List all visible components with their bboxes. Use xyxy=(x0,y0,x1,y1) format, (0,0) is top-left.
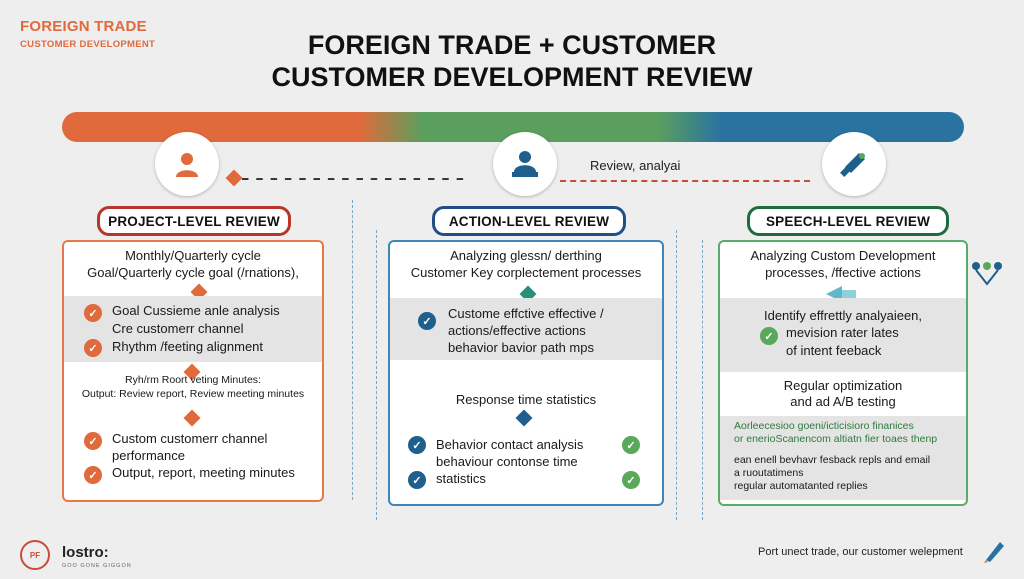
footer-tagline: Port unect trade, our customer welepment xyxy=(758,546,963,558)
speech-band-1: Identify effrettly analyaieen, ✓ mevisio… xyxy=(720,298,966,372)
project-item: Output, report, meeting minutes xyxy=(112,465,295,480)
user-desk-icon xyxy=(512,151,538,177)
footer-name: lostro: xyxy=(62,544,109,561)
project-item: Custom customerr channel xyxy=(112,431,268,446)
speech-small: or enerioScanencom altiatn fier toaes th… xyxy=(734,433,938,445)
project-item: Cre customerr channel xyxy=(112,321,244,336)
divider-left xyxy=(352,200,353,500)
speech-item: mevision rater lates xyxy=(786,325,899,340)
check-icon: ✓ xyxy=(418,312,436,330)
dashed-connector xyxy=(560,180,810,182)
page-title-line1: FOREIGN TRADE + CUSTOMER xyxy=(307,30,717,60)
action-item: Custome effctive effective / xyxy=(448,306,604,321)
speech-head-1: Analyzing Custom Development xyxy=(750,248,936,263)
project-item: performance xyxy=(112,448,185,463)
action-level-label: ACTION-LEVEL REVIEW xyxy=(432,206,626,236)
project-diamond-3 xyxy=(183,409,201,427)
footer-logo: PF xyxy=(20,540,50,570)
project-icon-circle xyxy=(155,132,219,196)
speech-small: Aorleecesioo goeni/icticisioro finanices xyxy=(734,420,914,432)
action-head-2: Customer Key corplectement processes xyxy=(410,265,642,280)
speech-level-label: SPEECH-LEVEL REVIEW xyxy=(747,206,949,236)
speech-icon-circle xyxy=(822,132,886,196)
action-panel: Analyzing glessn/ derthing Customer Key … xyxy=(388,240,664,506)
connector-diamond xyxy=(225,169,243,187)
action-item: statistics xyxy=(436,471,486,486)
project-head-1: Monthly/Quarterly cycle xyxy=(125,248,261,263)
project-item: Rhythm /feeting alignment xyxy=(112,339,264,354)
pen-icon xyxy=(984,542,1004,563)
brand-title: FOREIGN TRADE xyxy=(20,18,147,35)
project-item: Goal Cussieme anle analysis xyxy=(112,303,280,318)
project-band-1: ✓ Goal Cussieme anle analysis Cre custom… xyxy=(64,296,322,362)
speech-small: a ruoutatimens xyxy=(734,467,804,479)
action-item: Behavior contact analysis xyxy=(436,437,584,452)
speech-panel: Analyzing Custom Development processes, … xyxy=(718,240,968,506)
network-icon xyxy=(972,262,1002,286)
divider-right-2 xyxy=(702,240,703,520)
speech-small: regular automatanted replies xyxy=(734,480,868,492)
footer-subtitle: GOO GONE GIGGON xyxy=(62,563,132,569)
review-note: Review, analyai xyxy=(590,158,681,173)
speech-head-2: processes, /ffective actions xyxy=(765,265,921,280)
person-icon xyxy=(176,153,198,177)
check-icon: ✓ xyxy=(84,466,102,484)
connector-dots: ▬ ▬ ▬ ▬ ▬ ▬ ▬ ▬ ▬ ▬ ▬ ▬ ▬ ▬ ▬ ▬ xyxy=(242,175,467,182)
check-icon: ✓ xyxy=(622,471,640,489)
check-icon: ✓ xyxy=(84,432,102,450)
action-diamond-2 xyxy=(515,409,533,427)
page-title-line2: CUSTOMER DEVELOPMENT REVIEW xyxy=(271,62,753,92)
check-icon: ✓ xyxy=(408,471,426,489)
action-item: actions/effective actions xyxy=(448,323,586,338)
check-icon: ✓ xyxy=(84,304,102,322)
megaphone-icon xyxy=(840,153,865,177)
check-icon: ✓ xyxy=(408,436,426,454)
divider-right xyxy=(676,230,677,520)
speech-mid-1: Regular optimization xyxy=(783,378,903,393)
action-item: behaviour contonse time xyxy=(436,454,578,469)
speech-small: ean enell bevhavr fesback repls and emai… xyxy=(734,454,931,466)
project-mid-2: Output: Review report, Review meeting mi… xyxy=(81,388,305,400)
project-level-label: PROJECT-LEVEL REVIEW xyxy=(97,206,291,236)
action-icon-circle xyxy=(493,132,557,196)
check-icon: ✓ xyxy=(760,327,778,345)
action-mid: Response time statistics xyxy=(455,392,597,407)
check-icon: ✓ xyxy=(84,339,102,357)
action-band-1: ✓ Custome effctive effective / actions/e… xyxy=(390,298,662,360)
brand-subtitle: CUSTOMER DEVELOPMENT xyxy=(20,39,156,50)
speech-item: of intent feeback xyxy=(786,343,882,358)
speech-item: Identify effrettly analyaieen, xyxy=(763,308,923,323)
project-mid-1: Ryh/rm Roort veting Minutes: xyxy=(125,374,261,386)
action-item: behavior bavior path mps xyxy=(448,340,594,355)
divider-left-2 xyxy=(376,230,377,520)
speech-mid-2: and ad A/B testing xyxy=(790,394,896,409)
project-panel: Monthly/Quarterly cycle Goal/Quarterly c… xyxy=(62,240,324,502)
speech-band-2: Aorleecesioo goeni/icticisioro finanices… xyxy=(720,416,966,500)
check-icon: ✓ xyxy=(622,436,640,454)
project-head-2: Goal/Quarterly cycle goal (/rnations), xyxy=(87,265,299,280)
action-head-1: Analyzing glessn/ derthing xyxy=(450,248,602,263)
